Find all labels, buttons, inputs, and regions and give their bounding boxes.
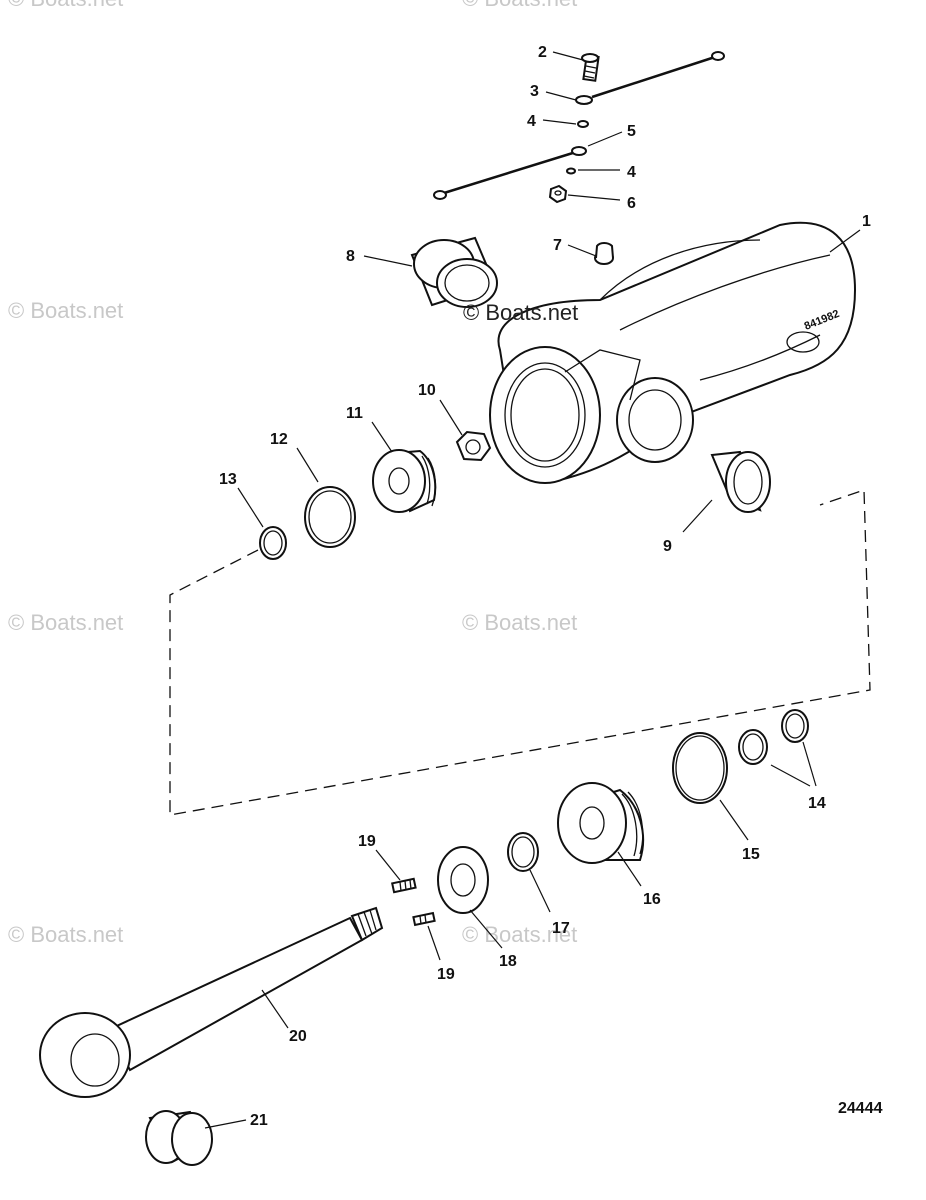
watermark: © Boats.net (8, 298, 123, 323)
callout-2: 2 (538, 44, 547, 61)
watermark: © Boats.net (462, 0, 577, 11)
screw-part-2 (581, 53, 600, 82)
seal-inner-edge (263, 530, 283, 556)
callout-20: 20 (289, 1028, 307, 1045)
retainer-plate-part-18 (437, 846, 489, 914)
watermark: © Boats.net (8, 0, 123, 11)
callout-4: 4 (627, 164, 636, 181)
piston-rod-part-20 (39, 906, 384, 1098)
callout-19: 19 (437, 966, 455, 983)
callout-16: 16 (643, 891, 661, 908)
end-cap-part-16 (557, 782, 644, 864)
watermark: © Boats.net (463, 300, 578, 325)
callout-5: 5 (627, 123, 636, 140)
watermark: © Boats.net (462, 610, 577, 635)
figure-number: 24444 (838, 1100, 883, 1117)
callout-18: 18 (499, 953, 517, 970)
seal-part-14 (738, 729, 768, 765)
callout-10: 10 (418, 382, 436, 399)
callout-3: 3 (530, 83, 539, 100)
callout-19: 19 (358, 833, 376, 850)
seal-inner-edge (785, 713, 805, 739)
washer-part-4 (566, 167, 576, 175)
watermark: © Boats.net (8, 922, 123, 947)
o-ring-inner-edge (308, 490, 352, 544)
screw-part-19 (412, 911, 436, 927)
callout-21: 21 (250, 1112, 268, 1129)
callout-labels: 2 3 4 5 4 6 7 8 1 9 10 11 12 13 14 15 16… (219, 44, 871, 1129)
watermark-group: © Boats.net © Boats.net © Boats.net © Bo… (8, 0, 577, 947)
plug-part-7 (594, 242, 614, 265)
seal-part-14 (781, 709, 809, 743)
bushing-part-8 (410, 236, 498, 308)
callout-1: 1 (862, 213, 871, 230)
callout-4: 4 (527, 113, 536, 130)
bushing-part-21 (145, 1110, 213, 1166)
callout-9: 9 (663, 538, 672, 555)
callout-7: 7 (553, 237, 562, 254)
callout-8: 8 (346, 248, 355, 265)
washer-part-4 (577, 120, 589, 128)
callout-15: 15 (742, 846, 760, 863)
hex-nut-part-10 (455, 430, 492, 462)
ground-strap-part-5 (433, 146, 587, 200)
watermark: © Boats.net (8, 610, 123, 635)
callout-13: 13 (219, 471, 237, 488)
housing-part-1: 841982 (489, 221, 857, 484)
callout-12: 12 (270, 431, 288, 448)
piston-part-11 (372, 449, 437, 513)
seal-part-17 (507, 832, 539, 872)
seal-part-13 (259, 526, 287, 560)
bushing-part-9 (710, 450, 771, 513)
callout-6: 6 (627, 195, 636, 212)
nut-part-6 (548, 184, 568, 204)
callout-14: 14 (808, 795, 826, 812)
callout-11: 11 (346, 405, 363, 422)
leader-lines (204, 51, 861, 1129)
callout-17: 17 (552, 920, 570, 937)
screw-part-19 (391, 877, 417, 894)
seal-inner-edge (511, 836, 535, 868)
o-ring-part-15 (672, 732, 728, 804)
o-ring-part-12 (304, 486, 356, 548)
o-ring-inner-edge (675, 735, 725, 801)
seal-inner-edge (742, 733, 764, 761)
assembly-dashed-line (169, 489, 871, 816)
watermark: © Boats.net (462, 922, 577, 947)
